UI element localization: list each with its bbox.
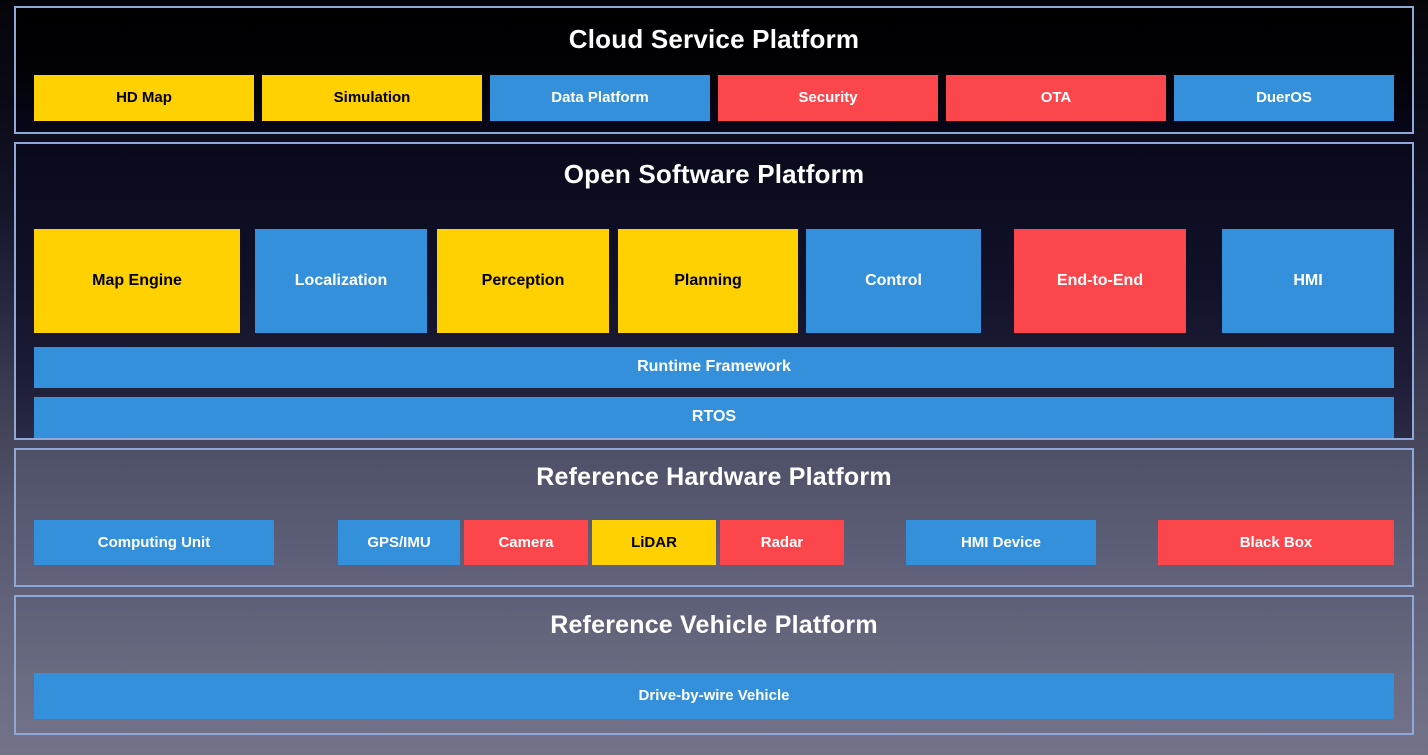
cloud-service-platform-title: Cloud Service Platform (568, 24, 860, 54)
spacer (1186, 229, 1222, 333)
software-box-hmi[interactable]: HMI (1222, 229, 1394, 333)
reference-hardware-platform-panel: Reference Hardware Platform Computing Un… (14, 448, 1414, 587)
hardware-box-black-box[interactable]: Black Box (1158, 520, 1394, 565)
software-box-map-engine[interactable]: Map Engine (34, 229, 240, 333)
spacer (427, 229, 437, 333)
cloud-box-data-platform[interactable]: Data Platform (490, 75, 710, 121)
spacer (981, 229, 1014, 333)
hardware-box-hmi-device[interactable]: HMI Device (906, 520, 1096, 565)
cloud-box-ota[interactable]: OTA (946, 75, 1166, 121)
software-box-perception[interactable]: Perception (437, 229, 609, 333)
cloud-service-box-row: HD Map Simulation Data Platform Security… (34, 75, 1394, 121)
software-bar-rtos[interactable]: RTOS (34, 397, 1394, 438)
hardware-box-camera[interactable]: Camera (464, 520, 588, 565)
cloud-box-hd-map[interactable]: HD Map (34, 75, 254, 121)
reference-vehicle-platform-title: Reference Vehicle Platform (550, 611, 878, 639)
software-box-planning[interactable]: Planning (618, 229, 798, 333)
hardware-box-row: Computing Unit GPS/IMU Camera LiDAR Rada… (34, 520, 1394, 565)
vehicle-bar-drive-by-wire[interactable]: Drive-by-wire Vehicle (34, 673, 1394, 719)
software-box-end-to-end[interactable]: End-to-End (1014, 229, 1186, 333)
software-bar-runtime-framework[interactable]: Runtime Framework (34, 347, 1394, 388)
open-software-platform-title: Open Software Platform (563, 159, 865, 189)
open-software-platform-panel: Open Software Platform Map Engine Locali… (14, 142, 1414, 440)
cloud-box-security[interactable]: Security (718, 75, 938, 121)
spacer (240, 229, 255, 333)
cloud-box-simulation[interactable]: Simulation (262, 75, 482, 121)
software-box-localization[interactable]: Localization (255, 229, 427, 333)
reference-vehicle-platform-panel: Reference Vehicle Platform Drive-by-wire… (14, 595, 1414, 735)
cloud-service-platform-panel: Cloud Service Platform HD Map Simulation… (14, 6, 1414, 134)
hardware-box-radar[interactable]: Radar (720, 520, 844, 565)
spacer (609, 229, 618, 333)
cloud-box-dueros[interactable]: DuerOS (1174, 75, 1394, 121)
hardware-box-computing-unit[interactable]: Computing Unit (34, 520, 274, 565)
hardware-box-gps-imu[interactable]: GPS/IMU (338, 520, 460, 565)
hardware-box-lidar[interactable]: LiDAR (592, 520, 716, 565)
spacer (798, 229, 806, 333)
software-box-control[interactable]: Control (806, 229, 981, 333)
software-module-row: Map Engine Localization Perception Plann… (34, 229, 1394, 333)
reference-hardware-platform-title: Reference Hardware Platform (536, 463, 892, 491)
